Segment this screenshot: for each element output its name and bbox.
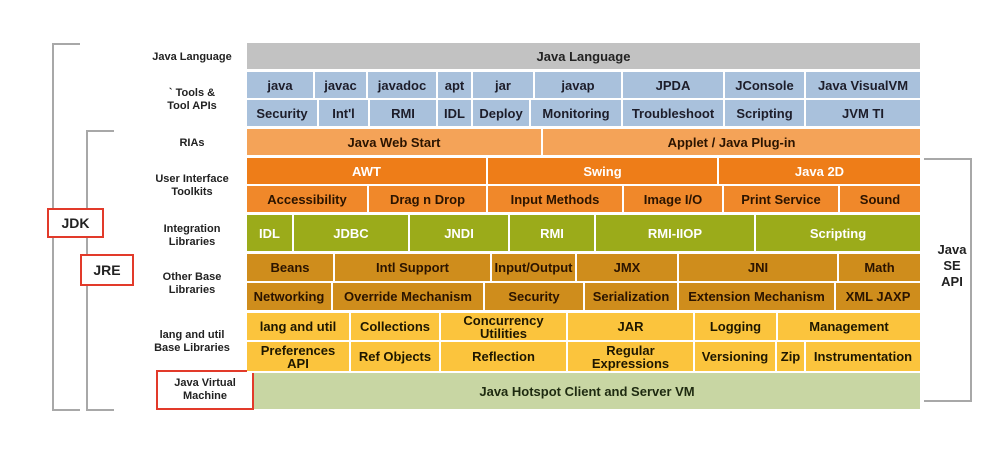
tool-api-cell: JVM TI [806,100,922,128]
row-label-tools: ` Tools & Tool APIs [167,87,217,112]
jre-label: JRE [80,254,134,286]
ui-toolkit-cell: AWT [247,158,488,186]
lang-util-cell: Regular Expressions [568,342,695,373]
other-base-cell: JNI [679,254,839,283]
row-label-jvm: Java Virtual Machine [156,370,254,410]
lang-util-cell: Reflection [441,342,568,373]
integration-cell: IDL [247,215,294,253]
other-base-cell: Networking [247,283,333,312]
ria-cell: Java Web Start [247,129,543,157]
tool-cell: JPDA [623,72,725,100]
ui-toolkit-cell: Swing [488,158,719,186]
other-base-cell: Extension Mechanism [679,283,836,312]
java-se-api-label: Java SE API [937,242,967,289]
java-se-api-bracket [924,158,972,402]
other-base-cell: Security [485,283,585,312]
other-base-cell: Math [839,254,922,283]
row-label-java-language: Java Language [152,50,232,63]
tool-api-cell: IDL [438,100,473,128]
ui-toolkit-cell: Image I/O [624,186,724,214]
cell-jvm: Java Hotspot Client and Server VM [254,373,922,411]
other-base-cell: Input/Output [492,254,577,283]
row-label-integration: Integration Libraries [163,223,221,248]
integration-cell: Scripting [756,215,922,253]
tool-cell: jar [473,72,535,100]
row-label-rias: RIAs [179,136,205,149]
integration-cell: JDBC [294,215,410,253]
lang-util-cell: Zip [777,342,806,373]
tool-cell: apt [438,72,473,100]
ui-toolkit-cell: Java 2D [719,158,922,186]
row-label-lang-util: lang and util Base Libraries [154,329,230,354]
ria-cell: Applet / Java Plug-in [543,129,922,157]
other-base-cell: Intl Support [335,254,492,283]
ui-toolkit-cell: Sound [840,186,922,214]
lang-util-cell: Logging [695,313,778,342]
row-label-ui-toolkits: User Interface Toolkits [155,173,229,198]
row-label-other-base: Other Base Libraries [162,271,222,296]
other-base-cell: XML JAXP [836,283,922,312]
lang-util-cell: Ref Objects [351,342,441,373]
other-base-cell: Beans [247,254,335,283]
ui-toolkit-cell: Input Methods [488,186,624,214]
tool-api-cell: Monitoring [531,100,623,128]
tool-cell: Java VisualVM [806,72,922,100]
tool-api-cell: Security [247,100,319,128]
lang-util-cell: Concurrency Utilities [441,313,568,342]
integration-cell: JNDI [410,215,510,253]
other-base-cell: Serialization [585,283,679,312]
tool-api-cell: RMI [370,100,438,128]
ui-toolkit-cell: Print Service [724,186,840,214]
tool-cell: java [247,72,315,100]
tool-cell: JConsole [725,72,806,100]
integration-cell: RMI-IIOP [596,215,756,253]
tool-api-cell: Int'l [319,100,370,128]
jdk-label: JDK [47,208,104,238]
integration-cell: RMI [510,215,596,253]
lang-util-cell: Management [778,313,922,342]
tool-api-cell: Scripting [725,100,806,128]
other-base-cell: JMX [577,254,679,283]
lang-util-cell: Collections [351,313,441,342]
lang-util-cell: JAR [568,313,695,342]
ui-toolkit-cell: Accessibility [247,186,369,214]
other-base-cell: Override Mechanism [333,283,485,312]
lang-util-cell: lang and util [247,313,351,342]
cell-java-language: Java Language [247,43,922,71]
lang-util-cell: Versioning [695,342,777,373]
tool-api-cell: Deploy [473,100,531,128]
tool-cell: javap [535,72,623,100]
ui-toolkit-cell: Drag n Drop [369,186,488,214]
lang-util-cell: Preferences API [247,342,351,373]
tool-cell: javac [315,72,368,100]
tool-cell: javadoc [368,72,438,100]
tool-api-cell: Troubleshoot [623,100,725,128]
lang-util-cell: Instrumentation [806,342,922,373]
